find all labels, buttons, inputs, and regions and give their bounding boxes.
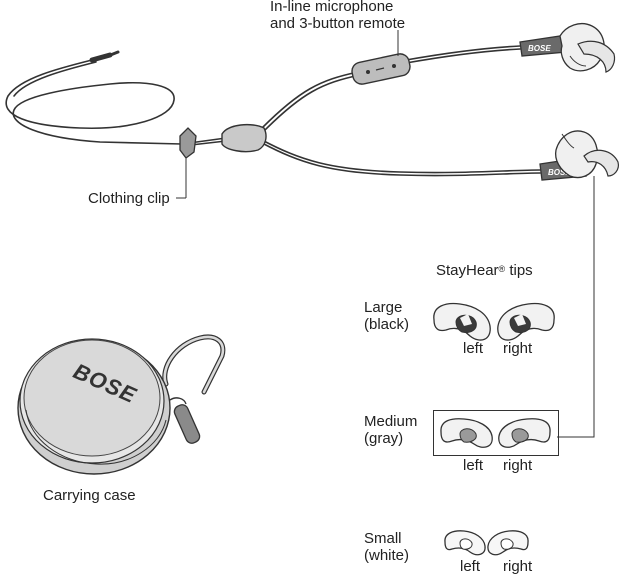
- size-small-name: Small: [364, 530, 402, 547]
- tip-large-right: [497, 302, 555, 341]
- size-small-right-label: right: [503, 558, 533, 575]
- tips-title-registered: ®: [498, 264, 506, 274]
- size-medium-left-label: left: [463, 457, 484, 474]
- tip-small-left: [444, 530, 486, 556]
- earbud-to-medium-leader: [557, 176, 595, 438]
- inline-remote: [351, 53, 411, 85]
- size-small-left-label: left: [460, 558, 481, 575]
- earbud-bottom: BOSE: [539, 130, 619, 181]
- carrying-case-label: Carrying case: [43, 487, 136, 504]
- size-large-left-label: left: [463, 340, 484, 357]
- mic-label-line1: In-line microphone: [270, 0, 394, 15]
- earbud-bottom-logo: BOSE: [548, 168, 571, 177]
- size-medium-right-label: right: [503, 457, 533, 474]
- y-splitter: [221, 123, 267, 153]
- size-medium-color: (gray): [364, 430, 404, 447]
- size-medium-name: Medium: [364, 413, 418, 430]
- earbud-top-logo: BOSE: [528, 44, 551, 53]
- tip-medium-left: [440, 418, 493, 448]
- tips-title-rest: tips: [505, 262, 533, 279]
- size-large-name: Large: [364, 299, 403, 316]
- size-large-right-label: right: [503, 340, 533, 357]
- earbud-top: BOSE: [519, 22, 616, 73]
- clothing-clip: [176, 127, 197, 199]
- size-small-color: (white): [364, 547, 410, 564]
- tips-title-main: StayHear: [436, 262, 499, 279]
- headphone-cable: [5, 45, 541, 177]
- tip-small-right: [487, 530, 529, 556]
- medium-tips-highlight-box: [433, 410, 559, 456]
- tip-large-left: [433, 302, 491, 341]
- tip-medium-right: [498, 418, 551, 448]
- clothing-clip-label: Clothing clip: [88, 190, 170, 207]
- tips-title: StayHear® tips: [436, 262, 533, 279]
- size-large-color: (black): [364, 316, 410, 333]
- carrying-case: BOSE: [17, 334, 226, 475]
- mic-label-line2: and 3-button remote: [270, 15, 406, 32]
